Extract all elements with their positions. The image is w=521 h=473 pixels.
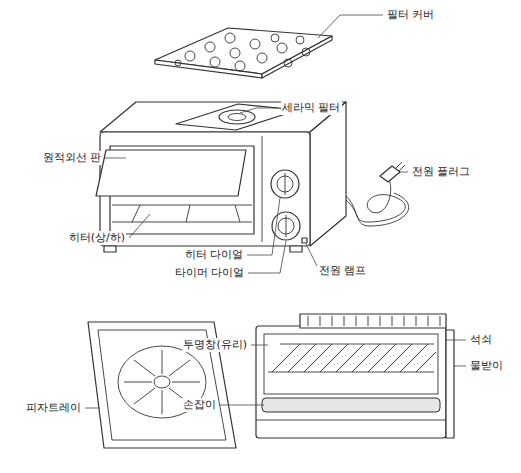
- leader-lines: [85, 15, 466, 408]
- part-label: 석쇠: [469, 333, 493, 347]
- power-cord: [346, 162, 409, 226]
- part-label: 타이머 다이얼: [174, 266, 246, 280]
- part-label: 세라믹 필터: [281, 101, 342, 115]
- part-label: 원적외선 판: [42, 151, 103, 165]
- part-label: 손잡이: [182, 398, 217, 412]
- part-label: 필터 커버: [386, 8, 436, 22]
- filter-cover: [155, 28, 332, 78]
- part-label: 피자트레이: [25, 401, 82, 415]
- oven-body: [96, 102, 346, 252]
- part-label: 전원 플러그: [411, 165, 472, 179]
- part-label: 물받이: [469, 359, 504, 373]
- door-grill: [256, 314, 454, 438]
- part-label: 히터 다이얼: [184, 248, 245, 262]
- part-label: 히터(상/하): [68, 231, 126, 245]
- part-label: 투명창(유리): [182, 338, 248, 352]
- part-label: 전원 램프: [318, 264, 368, 278]
